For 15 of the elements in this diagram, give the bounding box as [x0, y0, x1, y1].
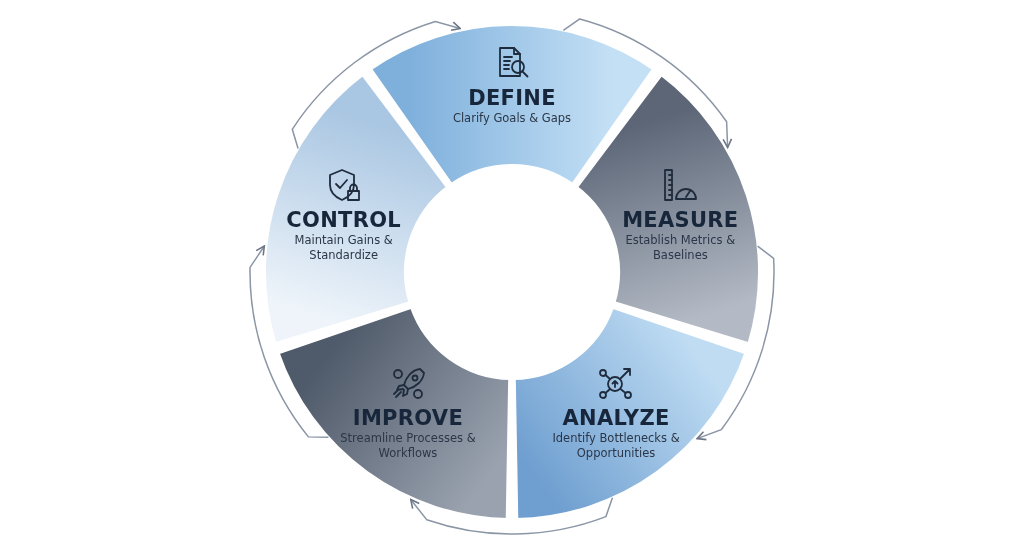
- arrow: [696, 245, 775, 441]
- step-description: Establish Metrics & Baselines: [624, 233, 737, 264]
- arrow: [249, 245, 330, 439]
- step-title: IMPROVE: [352, 405, 464, 432]
- arrow: [562, 18, 733, 149]
- step-description: Clarify Goals & Gaps: [451, 111, 573, 126]
- step-description: Identify Bottlenecks & Opportunities: [551, 431, 681, 462]
- step-description: Maintain Gains & Standardize: [293, 233, 394, 264]
- step-title: CONTROL: [286, 207, 401, 234]
- step-title: DEFINE: [468, 85, 556, 111]
- step-description: Streamline Processes & Workflows: [339, 431, 477, 462]
- step-title: ANALYZE: [562, 405, 670, 432]
- arrow: [291, 20, 461, 150]
- arrow: [409, 496, 614, 535]
- step-title: MEASURE: [622, 207, 739, 234]
